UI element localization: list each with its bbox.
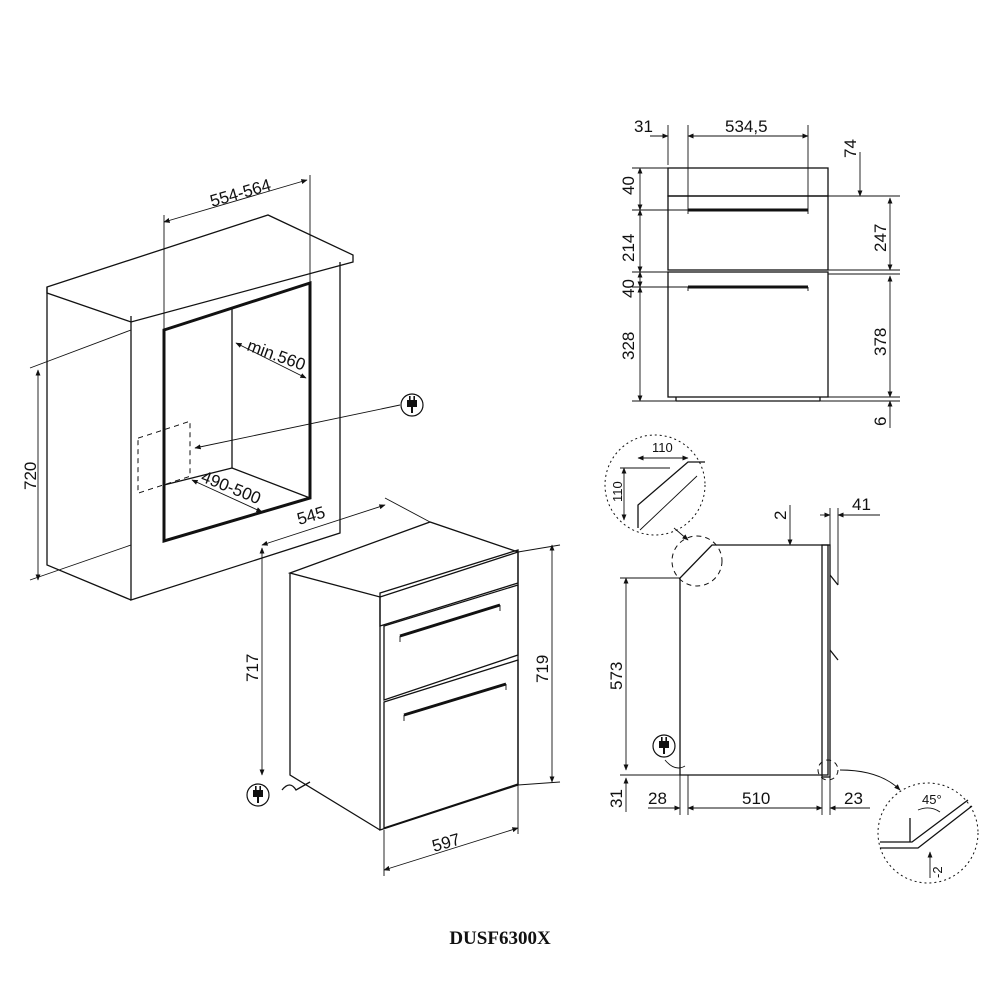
panel-mid-label: 40: [619, 279, 638, 298]
model-name: DUSF6300X: [449, 928, 551, 949]
front-left-dims: 40 214 40 328: [619, 167, 688, 402]
side-base-label: 31: [607, 789, 626, 808]
cutout-dim: 490-500: [191, 467, 264, 513]
niche-width-label: 554-564: [208, 175, 273, 210]
detail-chamfer: 110 110: [604, 434, 706, 541]
upper-door-label: 214: [619, 234, 638, 262]
oven-width-dim: 597: [383, 785, 519, 876]
side-dims: 2 41 573 31 28 510 23: [607, 495, 880, 815]
oven-body-height-dim: 717: [243, 547, 265, 776]
detail-angle: 45° -2: [839, 769, 979, 884]
niche-depth-dim: min.560: [235, 336, 308, 379]
side-height-label: 573: [607, 662, 626, 690]
side-top-label: 2: [771, 511, 790, 520]
front-view: [667, 167, 829, 402]
niche-cabinet: [46, 214, 354, 601]
niche-height-dim: 720: [21, 329, 132, 581]
niche-socket: [194, 393, 424, 450]
angle-offset-label: -2: [930, 866, 945, 878]
angle-label: 45°: [922, 792, 942, 807]
oven-body-height-label: 717: [243, 654, 262, 682]
plug-icon: [652, 734, 676, 758]
oven-width-label: 597: [430, 830, 463, 856]
side-left-label: 28: [648, 789, 667, 808]
bottom-gap-label: 6: [871, 417, 890, 426]
front-top-dims: 31 534,5: [634, 117, 809, 210]
side-front-label: 41: [852, 495, 871, 514]
side-right-label: 23: [844, 789, 863, 808]
top-gap-label: 74: [841, 139, 860, 158]
side-view: [671, 535, 839, 781]
detail-a-label: 110: [652, 440, 673, 455]
front-right-dims: 74 247 378 6: [820, 139, 900, 428]
cutout-label: 490-500: [199, 467, 264, 508]
niche-depth-label: min.560: [245, 336, 308, 375]
oven-front-height-label: 719: [533, 655, 552, 683]
lower-section-label: 378: [871, 328, 890, 356]
detail-b-label: 110: [610, 481, 625, 502]
oven-front-height-dim: 719: [517, 544, 561, 786]
upper-section-label: 247: [871, 224, 890, 252]
side-depth-label: 510: [742, 789, 770, 808]
plug-icon: [400, 393, 424, 417]
oven-perspective: [281, 521, 521, 831]
top-offset-label: 31: [634, 117, 653, 136]
inner-width-label: 534,5: [725, 117, 768, 136]
plug-icon: [246, 783, 270, 807]
lower-door-label: 328: [619, 332, 638, 360]
panel-top-label: 40: [619, 176, 638, 195]
niche-height-label: 720: [21, 462, 40, 490]
